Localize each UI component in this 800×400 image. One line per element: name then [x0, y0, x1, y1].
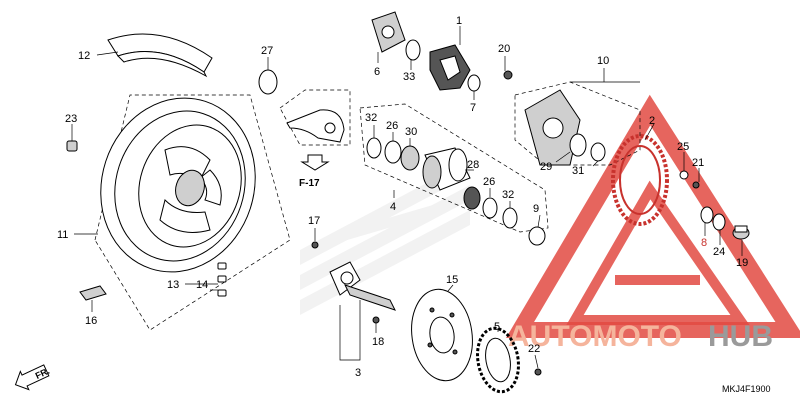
hub-group-frame	[359, 103, 549, 233]
watermark-hub-text: HUB	[708, 320, 773, 353]
leader-lines	[71, 26, 743, 369]
bearing-24	[712, 213, 726, 231]
washer-25	[679, 170, 689, 180]
callout-19: 19	[736, 257, 748, 269]
callout-32-lower: 32	[502, 189, 514, 201]
callout-4: 4	[390, 201, 396, 213]
callout-24: 24	[713, 246, 725, 258]
callout-1: 1	[456, 15, 462, 27]
seal-32b	[502, 207, 518, 229]
callout-26-lower: 26	[483, 176, 495, 188]
callout-22: 22	[528, 343, 540, 355]
bolt-20	[503, 70, 513, 80]
collar-9	[528, 226, 546, 246]
callout-23: 23	[65, 113, 77, 125]
callout-31: 31	[572, 165, 584, 177]
callout-18: 18	[372, 336, 384, 348]
front-direction-indicator: FR.	[14, 364, 51, 391]
callout-28: 28	[467, 159, 479, 171]
callout-21: 21	[692, 157, 704, 169]
weight-16	[79, 285, 107, 301]
sprocket-flange	[524, 89, 581, 166]
bolt-22	[534, 368, 542, 376]
driven-sprocket-2	[611, 134, 669, 226]
callout-5: 5	[494, 321, 500, 333]
seal-32a	[366, 137, 382, 159]
balance-weight-14	[217, 262, 227, 297]
axle-3	[329, 261, 396, 311]
reference-f17-label: F-17	[299, 178, 320, 189]
o-ring-33	[405, 39, 421, 61]
callout-6: 6	[374, 66, 380, 78]
callout-16: 16	[85, 315, 97, 327]
callout-29: 29	[540, 161, 552, 173]
callout-2: 2	[649, 115, 655, 127]
callout-26-upper: 26	[386, 120, 398, 132]
o-ring-27	[258, 69, 278, 95]
callout-9: 9	[533, 203, 539, 215]
bearing-26b	[463, 186, 481, 210]
callout-14: 14	[196, 279, 208, 291]
callout-17: 17	[308, 215, 320, 227]
callout-20: 20	[498, 43, 510, 55]
bolt-18	[372, 316, 380, 324]
bracket-f17	[286, 109, 345, 143]
bearing-26b-outer	[482, 197, 498, 219]
callout-30: 30	[405, 126, 417, 138]
bearing-31	[590, 142, 606, 162]
valve-23	[66, 140, 78, 152]
callout-33: 33	[403, 71, 415, 83]
brake-disc-15	[411, 288, 473, 382]
callout-8: 8	[701, 237, 707, 249]
bolt-21	[692, 181, 700, 189]
sprocket-group-frame	[514, 81, 641, 166]
callout-3: 3	[355, 367, 361, 379]
callout-32-upper: 32	[365, 112, 377, 124]
damper-rubber-1	[429, 44, 471, 91]
callout-12: 12	[78, 50, 90, 62]
watermark-auto-moto-text: AUTOMOTO	[508, 320, 682, 353]
callout-labels: 1 2 3 4 5 6 7 8 9 10 11 12 13 14 15 16 1…	[57, 15, 748, 379]
pulser-ring-5	[476, 326, 520, 394]
collar-7	[467, 74, 481, 92]
bolt-17	[311, 241, 319, 249]
rim-tape-12	[107, 33, 213, 78]
drive-flange-6	[371, 11, 406, 53]
diagram-code: MKJ4F1900	[722, 384, 771, 394]
callout-13: 13	[167, 279, 179, 291]
callout-11: 11	[57, 229, 68, 241]
callout-25: 25	[677, 141, 689, 153]
wheel-group-frame	[94, 94, 291, 331]
bearing-30	[400, 145, 420, 171]
bearing-26a	[384, 140, 402, 164]
callout-15: 15	[446, 274, 458, 286]
rear-wheel-11	[100, 97, 256, 273]
distance-collar-28	[422, 147, 471, 191]
callout-10: 10	[597, 55, 609, 67]
seal-29	[569, 133, 587, 157]
reference-arrow	[300, 154, 330, 171]
nut-19	[732, 225, 750, 240]
callout-27: 27	[261, 45, 273, 57]
collar-8	[700, 206, 714, 224]
callout-7: 7	[470, 102, 476, 114]
